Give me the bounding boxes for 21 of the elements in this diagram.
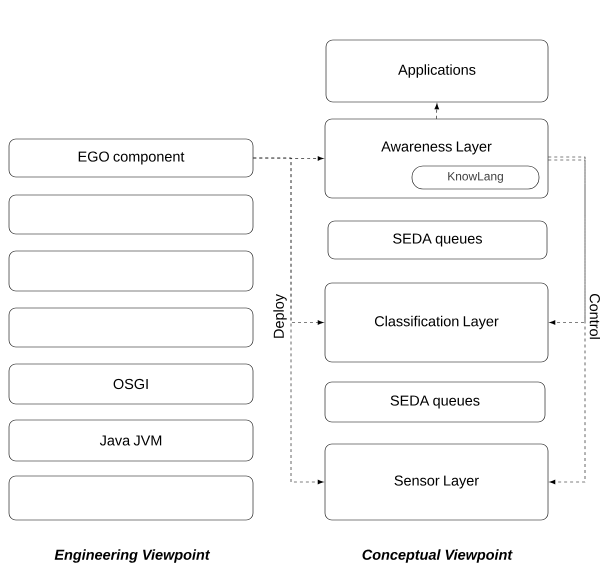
viewpoint-caption: Engineering Viewpoint: [54, 549, 210, 563]
layer-box: [8, 476, 254, 520]
layer-box: Applications: [326, 40, 548, 102]
arrow: [548, 160, 586, 484]
layer-box: Java JVM: [8, 420, 254, 462]
layer-box: [8, 308, 254, 348]
arrow: [434, 103, 440, 119]
layer-box: SEDA queues: [324, 382, 546, 422]
tag-box: KnowLang: [412, 166, 540, 190]
layer-box: EGO component: [8, 138, 254, 178]
edge-label: Control: [588, 292, 600, 341]
arrow: [253, 158, 324, 484]
arrow: [548, 156, 586, 325]
layer-box: SEDA queues: [328, 220, 548, 260]
viewpoint-caption: Conceptual Viewpoint: [362, 549, 513, 563]
layer-box: Sensor Layer: [324, 444, 548, 520]
layer-box: Classification Layer: [324, 282, 548, 362]
edge-label: Deploy: [272, 293, 288, 340]
layer-box: OSGI: [8, 364, 254, 404]
layer-box: [8, 194, 254, 234]
layer-box: [8, 250, 254, 292]
